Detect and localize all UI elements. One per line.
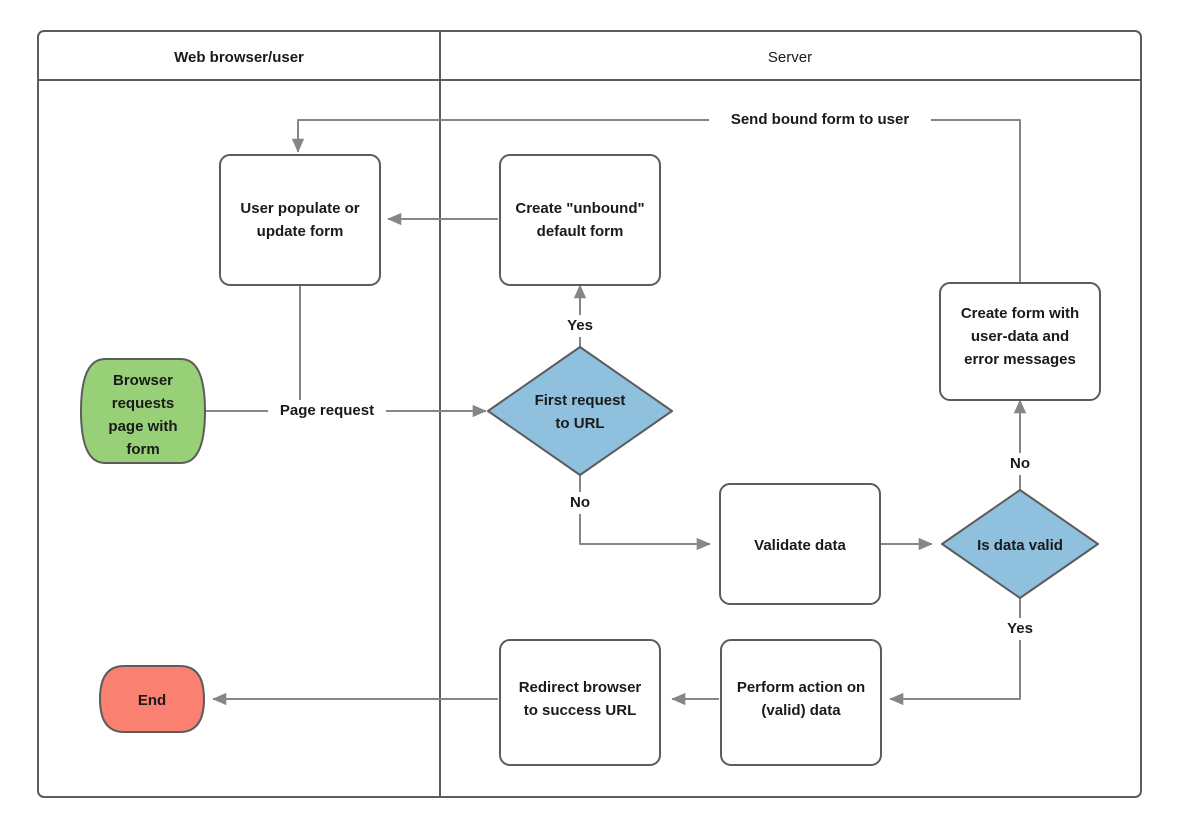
node-validate-data[interactable]: Validate data [719, 483, 881, 605]
node-shape-process[interactable] [719, 483, 881, 605]
edge-label-group-is-data-valid-yes: Yes [998, 618, 1042, 640]
edge-label-group-is-data-valid-no: No [1001, 453, 1039, 475]
lane-title-server: Server [768, 49, 812, 66]
edge-send-bound-form-to-user [291, 119, 1021, 283]
node-label-line-1: Redirect browser [519, 679, 642, 696]
edges-layer [205, 119, 1027, 706]
node-shape-terminator-end[interactable] [99, 665, 205, 733]
node-label-line-1: Create "unbound" [515, 200, 644, 217]
label-backdrop [268, 400, 386, 422]
edge-label-first-request-yes: Yes [567, 317, 593, 334]
node-shape-process[interactable] [499, 639, 661, 766]
node-shape-process[interactable] [720, 639, 882, 766]
edge-first-request-no [579, 475, 711, 551]
node-label-line-2: update form [257, 223, 344, 240]
node-shape-terminator-start[interactable] [80, 358, 206, 464]
pool-outline [37, 30, 1142, 798]
node-label-line-2: (valid) data [761, 702, 841, 719]
label-backdrop [561, 492, 599, 514]
node-label-line-2: user-data and [971, 328, 1069, 345]
node-label-line-1: Is data valid [977, 537, 1063, 554]
node-create-form-with-user-data-and-error-messages[interactable]: Create form with user-data and error mes… [939, 282, 1101, 401]
node-end[interactable]: End [99, 665, 205, 733]
edge-label-group-send-bound-form: Send bound form to user [709, 108, 931, 130]
node-label-line-1: Browser [113, 372, 173, 389]
node-browser-requests-page-with-form[interactable]: Browser requests page with form [80, 358, 206, 464]
edge-label-is-data-valid-no: No [1010, 455, 1030, 472]
node-is-data-valid[interactable]: Is data valid [941, 489, 1099, 599]
edge-labels-layer: Send bound form to user Page request Yes… [268, 108, 1042, 640]
edge-is-valid-yes [889, 598, 1021, 706]
node-label-line-1: Perform action on [737, 679, 865, 696]
lane-title-web-browser-user: Web browser/user [174, 49, 304, 66]
lane-header-server: Server [768, 49, 812, 66]
node-shape-decision[interactable] [941, 489, 1099, 599]
edge-label-send-bound-form-to-user: Send bound form to user [731, 111, 909, 128]
label-backdrop [709, 108, 931, 130]
node-label-line-1: Validate data [754, 537, 846, 554]
node-shape-process[interactable] [219, 154, 381, 286]
node-label-line-2: requests [112, 395, 175, 412]
node-label-line-2: default form [537, 223, 624, 240]
edge-label-group-first-request-yes: Yes [558, 315, 602, 337]
label-backdrop [998, 618, 1042, 640]
label-backdrop [558, 315, 602, 337]
node-first-request-to-url[interactable]: First request to URL [487, 346, 673, 476]
node-shape-process[interactable] [939, 282, 1101, 401]
node-label-line-3: page with [108, 418, 177, 435]
node-shape-decision[interactable] [487, 346, 673, 476]
edge-label-group-first-request-no: No [561, 492, 599, 514]
node-label-line-2: to URL [555, 415, 604, 432]
lane-header-browser: Web browser/user [174, 49, 304, 66]
node-label-line-3: error messages [964, 351, 1076, 368]
node-label-line-1: End [138, 692, 166, 709]
edge-label-group-page-request: Page request [268, 400, 386, 422]
node-label-line-1: First request [535, 392, 626, 409]
edge-label-page-request: Page request [280, 402, 374, 419]
node-label-line-1: User populate or [240, 200, 359, 217]
node-label-line-2: to success URL [524, 702, 637, 719]
edge-label-first-request-no: No [570, 494, 590, 511]
node-shape-process[interactable] [499, 154, 661, 286]
swimlane-frame [37, 30, 1142, 798]
node-perform-action-on-valid-data[interactable]: Perform action on (valid) data [720, 639, 882, 766]
node-user-populate-or-update-form[interactable]: User populate or update form [219, 154, 381, 286]
node-label-line-1: Create form with [961, 305, 1079, 322]
edge-label-is-data-valid-yes: Yes [1007, 620, 1033, 637]
node-create-unbound-default-form[interactable]: Create "unbound" default form [499, 154, 661, 286]
node-label-line-4: form [126, 441, 159, 458]
node-redirect-browser-to-success-url[interactable]: Redirect browser to success URL [499, 639, 661, 766]
label-backdrop [1001, 453, 1039, 475]
